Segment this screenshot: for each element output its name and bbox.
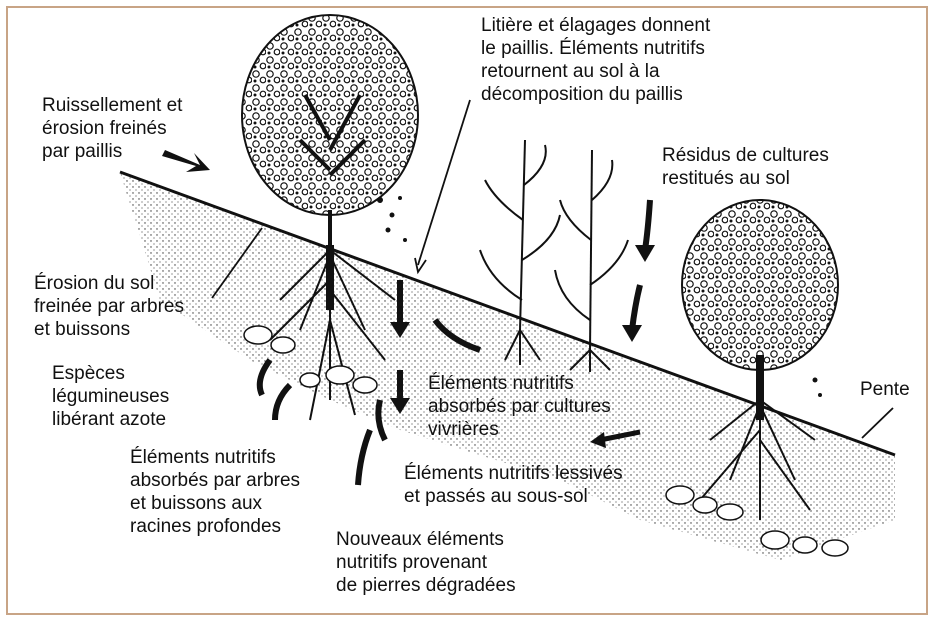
label-especes: Espèces légumineuses libérant azote (52, 362, 169, 431)
label-absorbes-arbres: Éléments nutritifs absorbés par arbres e… (130, 446, 300, 538)
label-litiere: Litière et élagages donnent le paillis. … (481, 14, 710, 106)
label-erosion-sol: Érosion du sol freinée par arbres et bui… (34, 272, 184, 341)
label-ruissellement: Ruissellement et érosion freinés par pai… (42, 94, 182, 163)
label-pente: Pente (860, 378, 910, 401)
label-residus: Résidus de cultures restitués au sol (662, 144, 829, 190)
label-absorbes-cultures: Éléments nutritifs absorbés par cultures… (428, 372, 611, 441)
label-nouveaux: Nouveaux éléments nutritifs provenant de… (336, 528, 516, 597)
label-lessives: Éléments nutritifs lessivés et passés au… (404, 462, 623, 508)
